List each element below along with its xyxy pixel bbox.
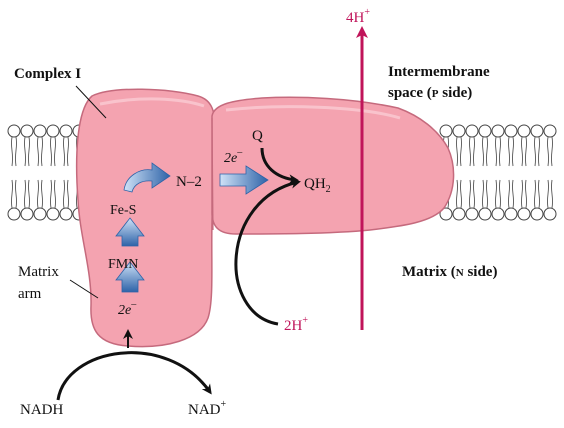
lipid-head [7,124,21,138]
lipid-head [504,124,518,138]
electron-upper-label: 2e– [224,147,243,166]
proton-in-label: 2H+ [284,315,308,334]
lipid-tail [455,179,463,209]
electron-path-arrows [115,162,269,293]
arrow-fes-to-n2 [123,162,171,193]
intermembrane-label: Intermembrane [388,64,490,80]
lipid-head [439,124,453,138]
lipid-head [46,207,60,221]
nad-label: NAD+ [188,399,227,418]
q-label: Q [252,128,263,144]
protein-junction [211,117,214,231]
lipid-tail [481,136,489,167]
lipid-head [478,207,492,221]
matrix-arm-leader-line [69,279,99,299]
lipid-head [465,124,479,138]
n2-label: N–2 [176,174,202,190]
matrix-arm-label: Matrix [18,264,59,280]
lipid-tail [494,179,502,209]
lipid-tail [507,136,515,167]
lipid-tail [10,136,18,167]
lipid-tail [23,179,31,209]
lipid-head [504,207,518,221]
lipid-tail [546,179,554,209]
lipid-tail [49,179,57,209]
lipid-head [543,124,557,138]
lipid-tail [10,179,18,209]
lipid-head [33,207,47,221]
lipid-head [452,207,466,221]
lipid-tail [23,136,31,167]
lipid-tail [546,136,554,167]
fes-label: Fe-S [110,203,136,218]
lipid-tail [62,179,70,209]
lipid-tail [49,136,57,167]
lipid-head [59,124,73,138]
membrane-right [439,124,557,221]
protein-membrane-arm [211,96,455,235]
n-side-label: Matrix (N side) [402,264,497,280]
lipid-tail [36,179,44,209]
lipid-tail [507,179,515,209]
electron-lower-label: 2e– [118,299,137,318]
lipid-tail [455,136,463,167]
lipid-head [439,207,453,221]
lipid-head [517,124,531,138]
nadh-label: NADH [20,402,63,418]
lipid-tail [481,179,489,209]
lipid-head [59,207,73,221]
lipid-tail [533,136,541,167]
lipid-tail [520,136,528,167]
fmn-label: FMN [108,257,138,272]
lipid-head [7,207,21,221]
lipid-head [517,207,531,221]
lipid-tail [62,136,70,167]
lipid-head [491,124,505,138]
qh2-label: QH2 [304,176,331,195]
proton-out-label: 4H+ [346,7,370,26]
lipid-tail [468,136,476,167]
lipid-head [543,207,557,221]
lipid-tail [468,179,476,209]
lipid-head [530,207,544,221]
lipid-head [452,124,466,138]
p-side-label: space (P side) [388,85,472,101]
lipid-head [46,124,60,138]
complex-label: Complex I [14,66,81,82]
lipid-head [20,124,34,138]
complex-leader-line [75,85,107,119]
lipid-tail [494,136,502,167]
lipid-head [478,124,492,138]
arrow-n2-to-q [219,165,269,195]
complex-i-protein [75,88,455,348]
lipid-head [465,207,479,221]
lipid-tail [36,136,44,167]
lipid-tail [520,179,528,209]
protein-matrix-arm [75,88,216,348]
lipid-head [530,124,544,138]
lipid-head [33,124,47,138]
lipid-tail [533,179,541,209]
reaction-arrows [56,147,301,401]
arrow-2e-to-fmn [115,261,145,293]
matrix-arm-label-2: arm [18,286,42,302]
lipid-head [491,207,505,221]
arrow-2h-to-qh2 [234,178,301,326]
arrow-fmn-to-fes [115,217,145,247]
lipid-head [20,207,34,221]
arrow-nadh-to-nad [56,351,212,401]
